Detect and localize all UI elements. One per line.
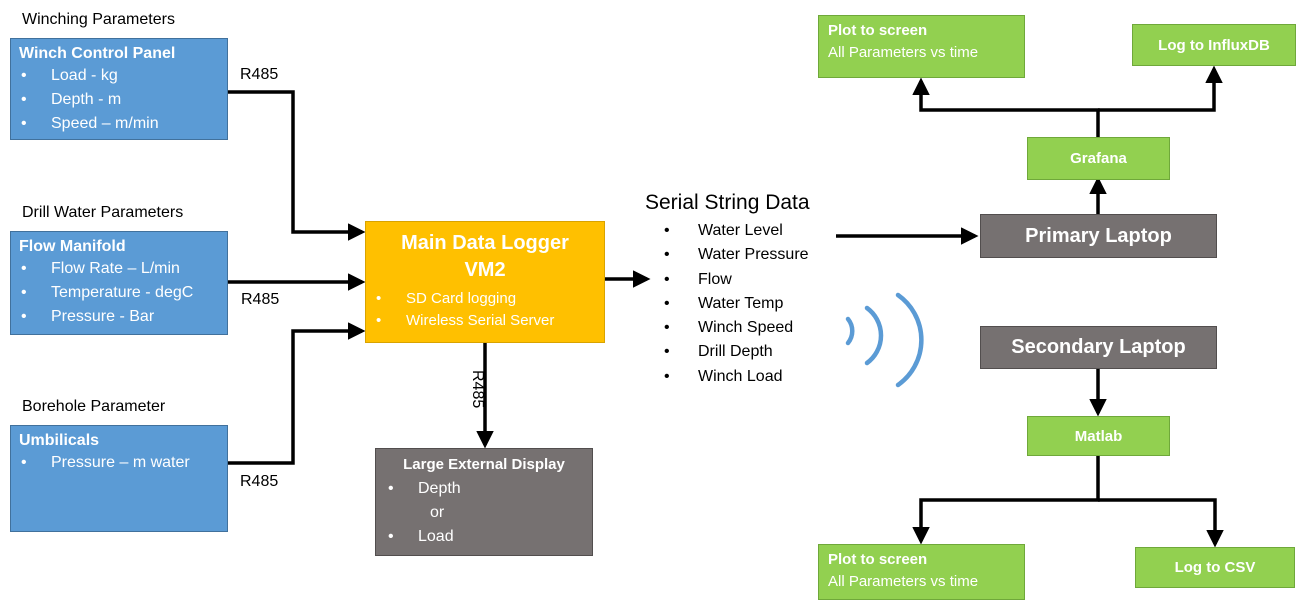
plot-top-subtitle: All Parameters vs time: [828, 44, 979, 61]
umbilicals-box: Umbilicals Pressure – m water: [10, 425, 228, 532]
plot-to-screen-top-box: Plot to screen All Parameters vs time: [818, 15, 1025, 78]
drill-water-section-label: Drill Water Parameters: [22, 204, 184, 221]
umbilicals-to-logger-connector: [228, 322, 366, 465]
secondary-laptop-box: Secondary Laptop: [980, 326, 1217, 369]
list-item: Wireless Serial Server: [374, 310, 596, 332]
matlab-to-plot-connector: [912, 456, 1100, 545]
logger-title: Main Data Logger: [401, 232, 569, 254]
matlab-box: Matlab: [1027, 416, 1170, 456]
list-item: Winch Speed: [664, 316, 809, 341]
list-item: Winch Load: [664, 365, 809, 390]
list-item: Pressure - Bar: [19, 305, 219, 329]
grafana-to-influx-connector: [1098, 65, 1223, 112]
list-item: Water Level: [664, 219, 809, 244]
list-item: Temperature - degC: [19, 281, 219, 305]
log-to-influxdb-box: Log to InfluxDB: [1132, 24, 1296, 66]
list-item: Flow: [664, 268, 809, 293]
external-display-box: Large External Display Depth or Load: [375, 448, 593, 556]
winching-section-label: Winching Parameters: [22, 11, 175, 28]
plot-bottom-subtitle: All Parameters vs time: [828, 573, 979, 590]
winch-to-logger-connector: [228, 90, 366, 241]
main-data-logger-box: Main Data Logger VM2 SD Card logging Wir…: [365, 221, 605, 343]
list-item: Drill Depth: [664, 340, 809, 365]
list-item: Load - kg: [19, 64, 219, 88]
plot-to-screen-bottom-box: Plot to screen All Parameters vs time: [818, 544, 1025, 600]
winch-control-panel-title: Winch Control Panel: [19, 45, 176, 62]
flow-manifold-box: Flow Manifold Flow Rate – L/min Temperat…: [10, 231, 228, 335]
list-item: Load: [386, 525, 582, 549]
grafana-to-outputs-connector: [912, 77, 1100, 137]
winch-control-panel-box: Winch Control Panel Load - kg Depth - m …: [10, 38, 228, 140]
matlab-to-csv-connector: [1098, 498, 1224, 548]
list-item: SD Card logging: [374, 288, 596, 310]
winch-link-label: R485: [240, 66, 279, 83]
list-item: Depth - m: [19, 88, 219, 112]
list-item: Speed – m/min: [19, 112, 219, 136]
log-to-csv-box: Log to CSV: [1135, 547, 1295, 588]
list-item: Depth: [386, 477, 582, 501]
display-link-label: R485: [469, 370, 486, 409]
flow-link-label: R485: [241, 291, 280, 308]
grafana-box: Grafana: [1027, 137, 1170, 180]
borehole-section-label: Borehole Parameter: [22, 398, 166, 415]
logger-subtitle: VM2: [464, 259, 506, 281]
external-display-title: Large External Display: [403, 456, 565, 473]
plot-top-title: Plot to screen: [828, 22, 928, 39]
list-item: Pressure – m water: [19, 451, 219, 475]
list-item: Water Pressure: [664, 243, 809, 268]
list-item: Flow Rate – L/min: [19, 257, 219, 281]
umbilicals-title: Umbilicals: [19, 432, 100, 449]
serial-data-title: Serial String Data: [645, 191, 810, 214]
list-item: or: [430, 504, 445, 521]
serial-data-list: Water Level Water Pressure Flow Water Te…: [664, 219, 809, 389]
plot-bottom-title: Plot to screen: [828, 551, 928, 568]
primary-laptop-box: Primary Laptop: [980, 214, 1217, 258]
flow-manifold-title: Flow Manifold: [19, 238, 126, 255]
list-item: Water Temp: [664, 292, 809, 317]
wireless-signal-icon: [845, 292, 924, 388]
umbilicals-link-label: R485: [240, 473, 279, 490]
